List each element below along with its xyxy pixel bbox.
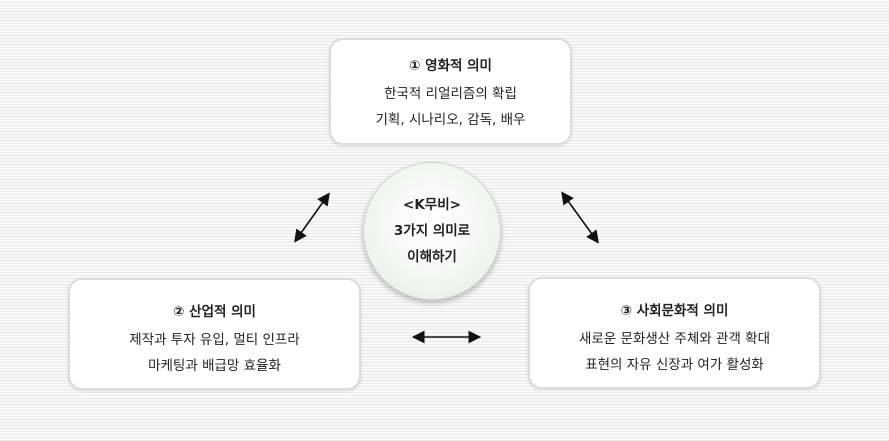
industry-meaning-box: ② 산업적 의미 제작과 투자 유입, 멀티 인프라 마케팅과 배급망 효율화	[68, 278, 361, 390]
industry-meaning-title: ② 산업적 의미	[173, 304, 256, 320]
social-meaning-line-2: 표현의 자유 신장과 여가 활성화	[585, 357, 764, 373]
center-line-2: 3가지 의미로	[393, 223, 471, 239]
arrow-film-social	[561, 191, 599, 244]
social-meaning-line-1: 새로운 문화생산 주체와 관객 확대	[578, 331, 771, 347]
social-meaning-box: ③ 사회문화적 의미 새로운 문화생산 주체와 관객 확대 표현의 자유 신장과…	[528, 277, 821, 389]
film-meaning-title: ① 영화적 의미	[409, 58, 492, 74]
industry-meaning-line-1: 제작과 투자 유입, 멀티 인프라	[129, 332, 300, 348]
film-meaning-line-1: 한국적 리얼리즘의 확립	[384, 86, 517, 102]
center-title: <K무비>	[403, 197, 461, 213]
arrow-film-industry	[294, 192, 330, 243]
industry-meaning-line-2: 마케팅과 배급망 효율화	[148, 358, 281, 374]
film-meaning-line-2: 기획, 시나리오, 감독, 배우	[375, 112, 526, 128]
film-meaning-box: ① 영화적 의미 한국적 리얼리즘의 확립 기획, 시나리오, 감독, 배우	[329, 38, 572, 145]
center-line-3: 이해하기	[407, 249, 457, 265]
social-meaning-title: ③ 사회문화적 의미	[620, 303, 729, 319]
center-circle: <K무비> 3가지 의미로 이해하기	[363, 162, 501, 300]
